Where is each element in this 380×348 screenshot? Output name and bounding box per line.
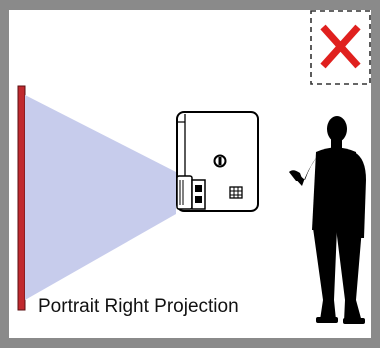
- vent-grid: [229, 186, 243, 199]
- control-panel-icon: [191, 179, 206, 210]
- diagram-caption: Portrait Right Projection: [38, 296, 239, 317]
- person-silhouette-icon: [289, 116, 366, 324]
- projection-beam: [25, 95, 176, 300]
- lock-icon: [213, 154, 227, 168]
- lens-icon: [176, 175, 193, 210]
- cross-icon: [320, 24, 361, 69]
- invalid-zone: [310, 10, 371, 85]
- projection-screen-icon: [17, 85, 26, 311]
- projector-icon: [176, 111, 259, 212]
